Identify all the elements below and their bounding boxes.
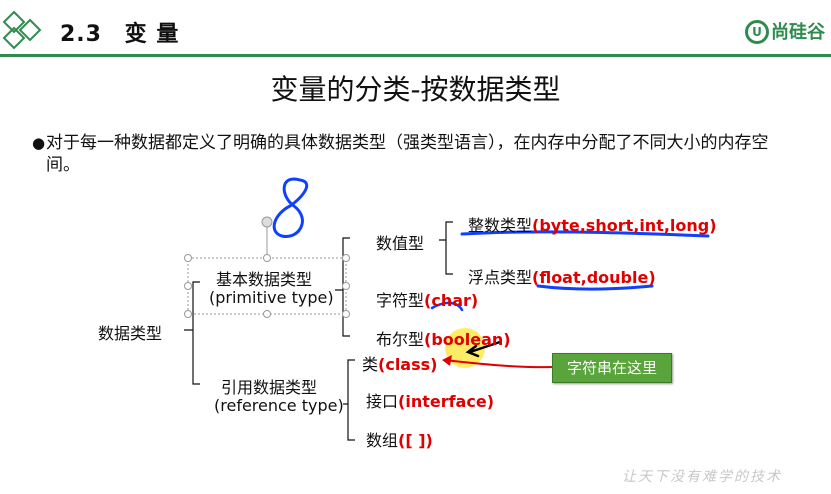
handwritten-eight-annotation xyxy=(272,177,309,238)
integer-label: 整数类型 xyxy=(468,216,533,235)
primitive-en-label: (primitive type) xyxy=(209,288,334,307)
section-title: 变 量 xyxy=(124,22,180,47)
slide-title: 变量的分类-按数据类型 xyxy=(270,73,561,106)
bullet-dot-icon: ● xyxy=(32,134,46,152)
array-label: 数组 xyxy=(366,431,399,450)
bullet-text: 对于每一种数据都定义了明确的具体数据类型（强类型语言），在内存中分配了不同大小的… xyxy=(46,133,769,175)
bool-type: (boolean) xyxy=(424,330,511,349)
bool-label: 布尔型 xyxy=(376,330,425,349)
float-label: 浮点类型 xyxy=(468,268,533,287)
char-row: 字符型(char) xyxy=(376,287,478,311)
slide-header: 2.3 变 量 U 尚硅谷 xyxy=(0,0,831,58)
reference-label: 引用数据类型 xyxy=(221,378,318,397)
reference-bracket xyxy=(343,359,355,441)
callout-box: 字符串在这里 xyxy=(552,353,672,383)
primitive-label: 基本数据类型 xyxy=(216,270,313,289)
interface-row: 接口(interface) xyxy=(366,388,494,412)
char-label: 字符型 xyxy=(376,291,425,310)
section-heading: 2.3 变 量 xyxy=(60,16,179,48)
class-type: (class) xyxy=(378,355,438,374)
numeric-label: 数值型 xyxy=(376,234,425,253)
root-label: 数据类型 xyxy=(98,324,163,343)
numeric-bracket xyxy=(439,221,453,275)
footer-watermark: 让天下没有难学的技术 xyxy=(622,469,782,485)
section-number: 2.3 xyxy=(60,22,102,47)
reference-en-label: (reference type) xyxy=(214,396,344,415)
brand-logo-text: 尚硅谷 xyxy=(771,22,825,43)
diamond-logo-icon xyxy=(2,10,42,50)
header-divider xyxy=(0,54,831,57)
class-row: 类(class) xyxy=(362,351,437,375)
integer-row: 整数类型(byte,short,int,long) xyxy=(468,212,717,236)
red-arrow xyxy=(443,359,553,369)
interface-type: (interface) xyxy=(398,392,494,411)
float-row: 浮点类型(float,double) xyxy=(468,264,656,288)
brand-logo-icon: U xyxy=(745,20,769,44)
float-types: (float,double) xyxy=(532,268,656,287)
interface-label: 接口 xyxy=(366,392,399,411)
root-bracket xyxy=(184,281,200,385)
array-row: 数组([ ]) xyxy=(366,427,433,451)
char-type: (char) xyxy=(424,291,479,310)
bool-row: 布尔型(boolean) xyxy=(376,326,511,350)
integer-types: (byte,short,int,long) xyxy=(532,216,717,235)
class-label: 类 xyxy=(362,355,379,374)
array-type: ([ ]) xyxy=(398,431,433,450)
primitive-bracket xyxy=(335,237,350,337)
bullet-text-block: ● 对于每一种数据都定义了明确的具体数据类型（强类型语言），在内存中分配了不同大… xyxy=(32,132,796,176)
